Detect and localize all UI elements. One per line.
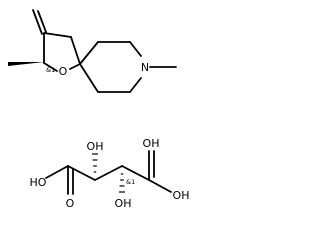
atom-nitrogen-ring: N [141, 61, 149, 74]
bond-hash-c2-oh [92, 153, 98, 173]
bond-b-n [129, 41, 142, 57]
bond-o-c2 [43, 62, 58, 72]
bond-c4-oh [148, 179, 172, 193]
stereo-label-spiro: &1 [46, 66, 55, 74]
bond-methylene-2 [37, 10, 47, 33]
bond-d-spiro [79, 63, 99, 93]
bond-c2-c3 [94, 165, 123, 181]
bond-ho-c1 [45, 165, 69, 179]
bond-hash-c3-oh [119, 173, 125, 193]
bond-c1-c2 [67, 165, 96, 181]
atom-oh-right: OH [173, 189, 190, 202]
tartaric-acid-molecule: OH OH HO O OH OH &1 [30, 137, 190, 210]
bond-c3-c4 [43, 32, 72, 38]
stereo-label-tartaric: &1 [126, 178, 135, 186]
bond-wedge-methyl [8, 62, 44, 66]
bond-methylene-1 [32, 9, 43, 35]
bond-spiro-o [69, 63, 81, 70]
bond-c3-c4 [121, 165, 150, 181]
atom-ho-left: HO [30, 176, 47, 189]
bond-spiro-a [79, 41, 99, 65]
atom-oh-lower: OH [115, 197, 132, 210]
spiro-molecule: O N &1 [8, 9, 177, 93]
bond-c4-spiro [70, 36, 81, 65]
chemical-structure-diagram: O N &1 OH [8, 9, 190, 210]
atom-oxygen-ring: O [59, 65, 68, 78]
atom-oh-upper-left: OH [87, 140, 104, 153]
atom-o-left: O [66, 197, 75, 210]
atom-oh-upper-right: OH [143, 137, 160, 150]
bond-n-c [129, 77, 142, 93]
